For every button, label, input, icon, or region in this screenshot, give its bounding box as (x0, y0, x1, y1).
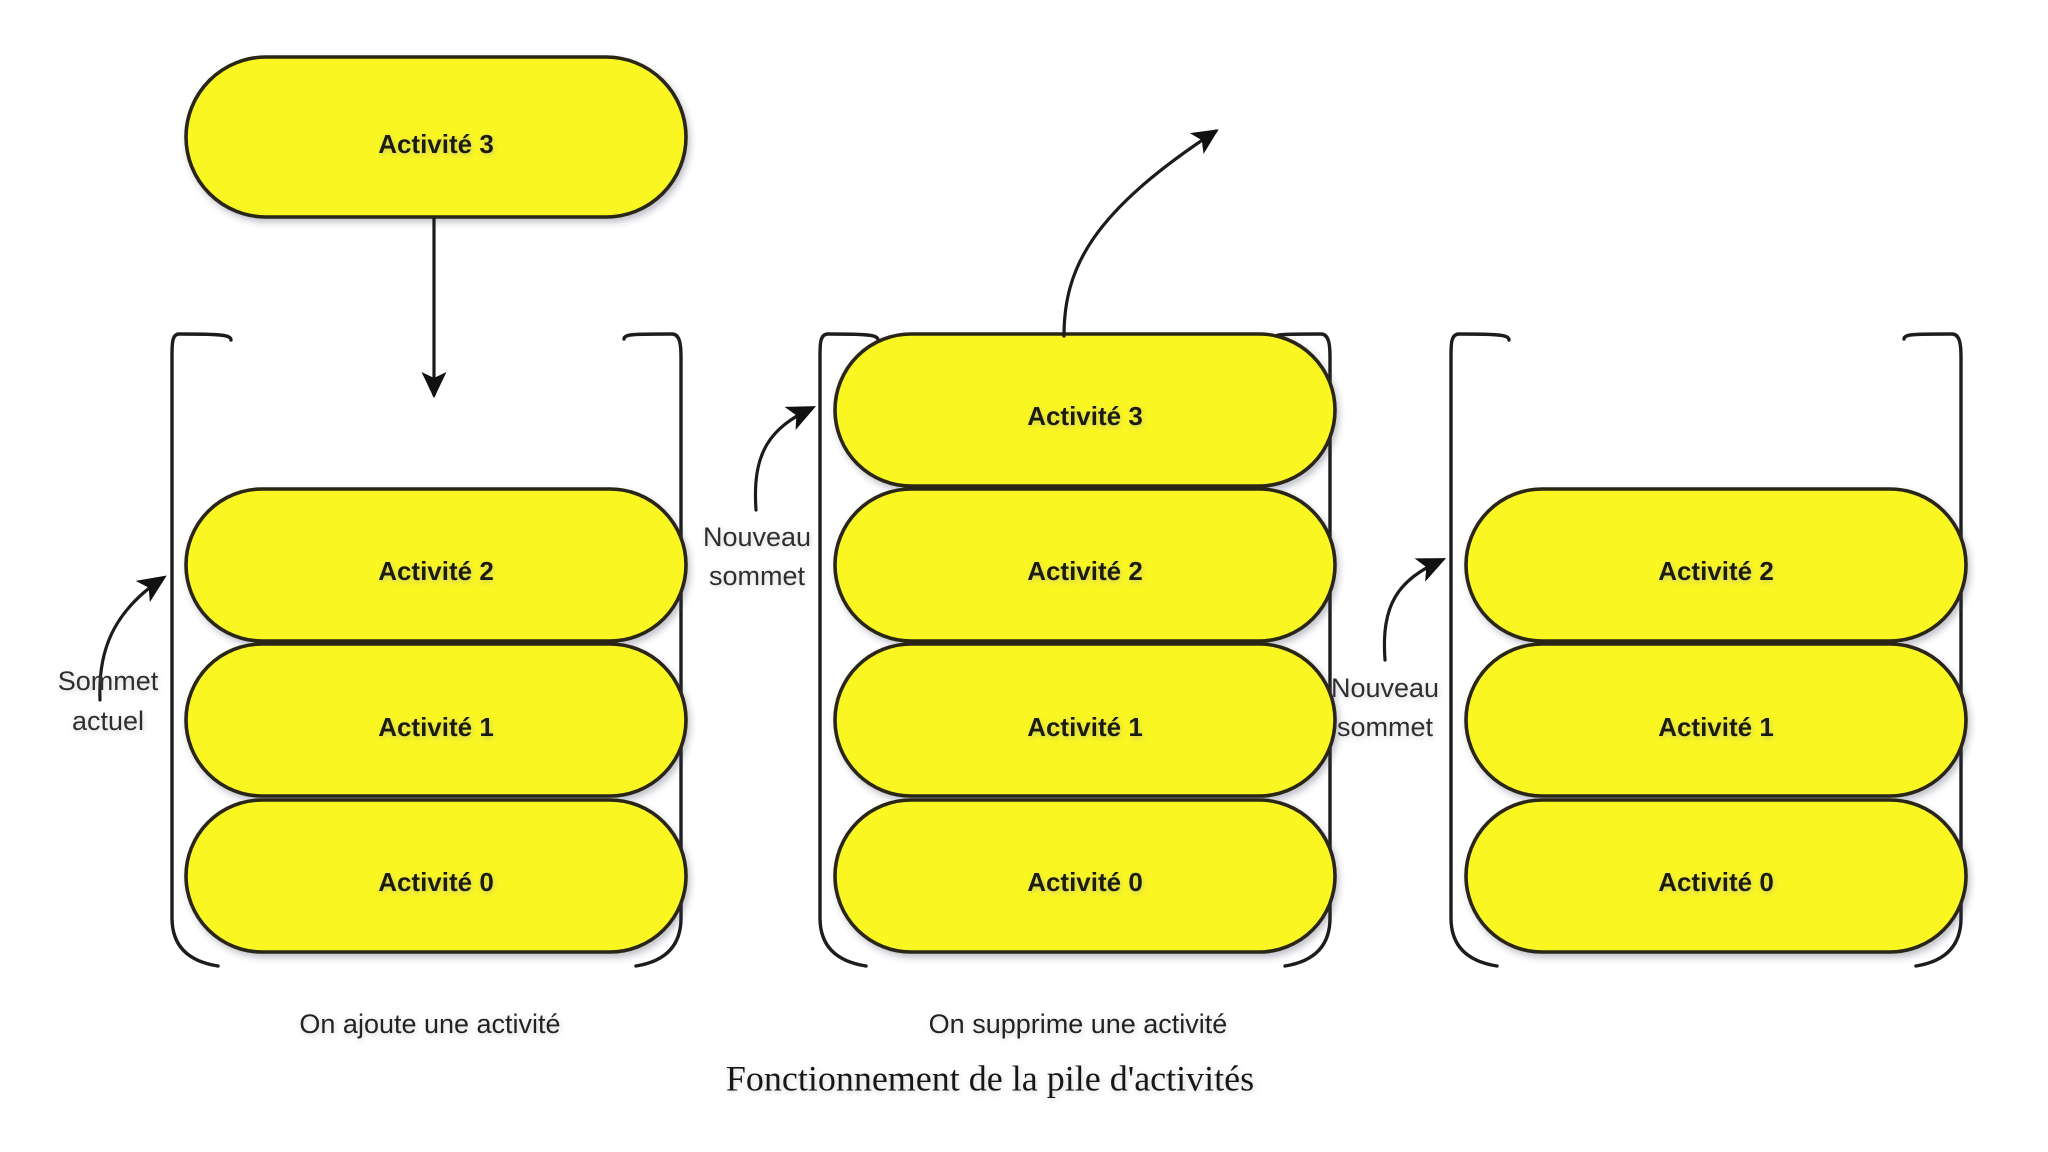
stack-slot-activite-3[interactable]: Activité 3 (833, 332, 1337, 488)
pill-shape (184, 642, 688, 798)
pointer-curve (98, 575, 167, 702)
stack-bracket-left (818, 332, 880, 968)
pill-label: Activité 3 (378, 129, 494, 159)
nouveau-sommet-label-line1: Nouveau (703, 522, 811, 552)
pointer-curve (1382, 558, 1447, 662)
stack-bracket-right (622, 332, 683, 968)
stack-bracket-left (170, 332, 233, 968)
incoming-activity-pill[interactable]: Activité 3 (184, 55, 688, 219)
stack-slot-activite-2[interactable]: Activité 2 (1464, 487, 1968, 643)
pill-label: Activité 0 (1658, 867, 1774, 897)
pop-arrow (1062, 129, 1219, 338)
stack-slot-activite-0[interactable]: Activité 0 (1464, 798, 1968, 954)
pill-shape (833, 798, 1337, 954)
nouveau-sommet-label-line2: sommet (709, 561, 806, 591)
stack-bracket-right (1271, 332, 1332, 968)
stack-slot-activite-2[interactable]: Activité 2 (184, 487, 688, 643)
pill-shape (184, 487, 688, 643)
pill-label: Activité 0 (1027, 867, 1143, 897)
pill-shape (184, 798, 688, 954)
pill-label: Activité 2 (378, 556, 494, 586)
caption-on-supprime: On supprime une activité (929, 1009, 1228, 1039)
pill-shape (1464, 642, 1968, 798)
stack-after-push: Activité 3 Activité 2 Activité 1 Activit… (818, 332, 1337, 968)
figure-title: Fonctionnement de la pile d'activités (726, 1058, 1254, 1098)
pill-label: Activité 2 (1027, 556, 1143, 586)
pill-label: Activité 3 (1027, 401, 1143, 431)
stack-slot-activite-1[interactable]: Activité 1 (833, 642, 1337, 798)
stack-slot-activite-0[interactable]: Activité 0 (184, 798, 688, 954)
stack-after-pop: Activité 2 Activité 1 Activité 0 (1449, 332, 1968, 968)
caption-on-ajoute: On ajoute une activité (299, 1009, 560, 1039)
sommet-actuel-label-line1: Sommet (58, 666, 159, 696)
nouveau-sommet-label-line1: Nouveau (1331, 673, 1439, 703)
nouveau-sommet-pointer-middle: Nouveau sommet (703, 406, 817, 591)
stack-slot-activite-1[interactable]: Activité 1 (184, 642, 688, 798)
pill-label: Activité 2 (1658, 556, 1774, 586)
stack-bracket-left (1449, 332, 1511, 968)
stack-slot-activite-0[interactable]: Activité 0 (833, 798, 1337, 954)
pill-shape (184, 55, 688, 219)
stack-before-push: Activité 2 Activité 1 Activité 0 (170, 332, 688, 968)
pill-shape (1464, 487, 1968, 643)
pointer-curve (753, 406, 817, 512)
pill-shape (833, 332, 1337, 488)
pill-shape (833, 642, 1337, 798)
nouveau-sommet-label-line2: sommet (1337, 712, 1434, 742)
stack-bracket-right (1902, 332, 1963, 968)
pill-label: Activité 1 (378, 712, 494, 742)
stack-slot-activite-2[interactable]: Activité 2 (833, 487, 1337, 643)
sommet-actuel-pointer: Sommet actuel (58, 575, 167, 736)
pill-label: Activité 1 (1027, 712, 1143, 742)
sommet-actuel-label-line2: actuel (72, 706, 144, 736)
pill-label: Activité 1 (1658, 712, 1774, 742)
pill-shape (1464, 798, 1968, 954)
pill-label: Activité 0 (378, 867, 494, 897)
nouveau-sommet-pointer-right: Nouveau sommet (1331, 558, 1447, 742)
stack-slot-activite-1[interactable]: Activité 1 (1464, 642, 1968, 798)
pill-shape (833, 487, 1337, 643)
